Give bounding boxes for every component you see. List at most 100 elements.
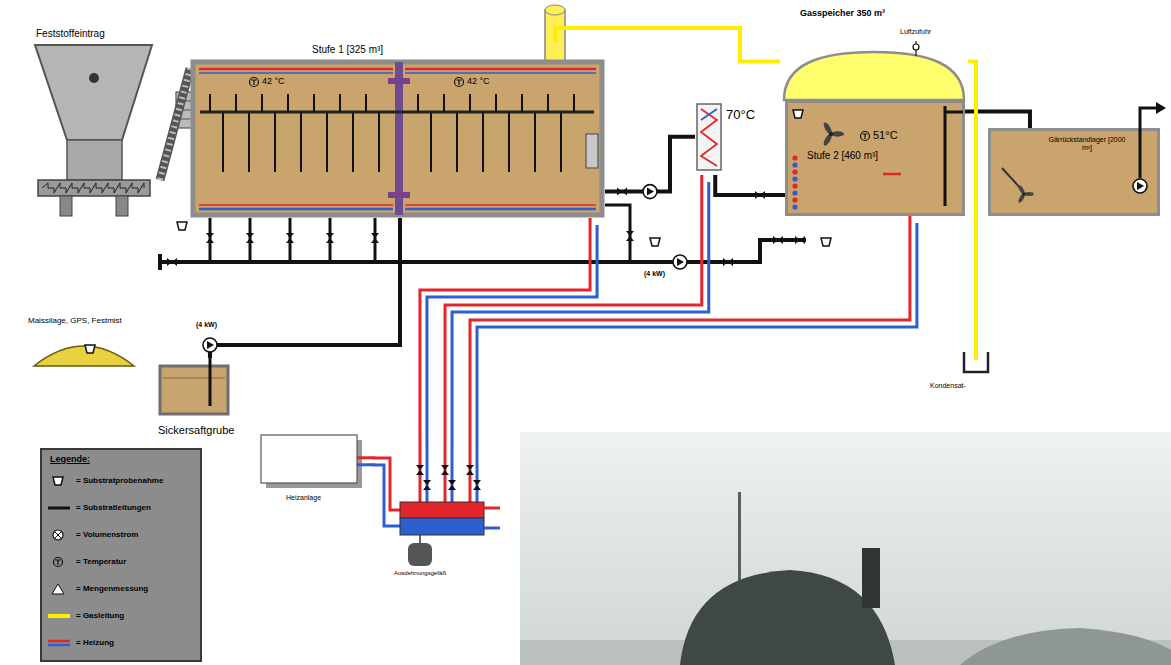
heating-pipe [357,456,368,459]
substrate-pipe [715,175,785,195]
gas-pipe [974,338,978,360]
temperature-ring [54,558,63,567]
agitator-paddle [417,94,419,112]
plant-photo [520,432,1171,665]
sample-point-symbol [177,222,187,230]
substrate-pipe [605,137,695,192]
tank-body [990,130,1159,215]
feeder-label: Feststoffeintrag [36,28,105,40]
mixer-blade [822,133,833,147]
agitator-paddle [365,94,367,112]
temperature-ring [861,132,870,141]
agitator-paddle [209,94,211,112]
expansion-vessel-body [408,543,432,566]
heating-unit: Heizanlage [258,432,368,518]
agitator-paddle [443,94,445,112]
temperature-mark [56,560,61,565]
condensate-trap-outline [922,338,1012,400]
line-sample [48,507,70,510]
agitator-paddle [482,112,484,172]
heating-coil [792,155,797,160]
heat-exchanger-coil [701,109,717,166]
gas-line [555,28,780,62]
flow-mark [54,531,62,539]
gas-dome [784,52,964,100]
sample-point-symbol [821,238,831,246]
mixer-hub [1022,192,1025,195]
heating-pipe [426,447,429,502]
heating-coil [792,176,797,181]
temperature-label: 70°C [726,108,755,123]
seepage-pit: Sickersaftgrube [155,358,270,450]
gas-storage: Gasspeicher 350 m³Luftzufuhr [780,4,968,100]
legend-text: = Volumenstrom [76,530,138,539]
temperature-ring [455,78,464,87]
hopper-leg [60,196,72,216]
hopper-body [35,45,152,140]
substrate-pipe [605,205,630,262]
agitator-paddle [248,112,250,172]
agitator-paddle [326,112,328,172]
pit-label: Sickersaftgrube [158,424,234,437]
discharge-pipe [1139,128,1142,178]
divider-flange [388,192,410,198]
screw-thread [42,183,144,193]
screw-thread [160,68,190,180]
valve-symbol [466,465,474,475]
substrate-line [715,175,785,195]
heating-pipe [380,465,400,526]
valve-symbol [371,233,379,243]
sample-point-symbol [85,345,95,353]
screw-body [160,68,190,180]
valve-symbol [755,191,765,199]
temperature-mark [252,80,257,85]
heat-exchanger-body [697,104,721,170]
valve-symbol [246,233,254,243]
mixer-hub [829,132,833,136]
temperature-label: 42 °C [467,76,490,86]
distributor-flow [400,502,484,518]
photo-sky [520,432,1171,665]
sample-point-symbol [650,238,660,246]
inlet-label: Luftzufuhr [900,28,931,36]
scale-symbol [52,584,64,594]
agitator-paddle [508,112,510,172]
heating-coil [792,169,797,174]
heating-pipe [470,216,917,447]
heating-flow-line [368,456,380,459]
heating-mark [883,173,901,176]
agitator-paddle [313,94,315,112]
mixer-symbol [822,121,844,147]
trap-label: Kondensat- [930,382,966,390]
drive-box [586,134,598,168]
agitator-paddle [430,112,432,172]
hopper-neck [67,140,122,180]
screw-conveyor [160,68,190,180]
storage-tank: Gärrückstandlager [2000 m³] [988,128,1160,216]
tank-body [193,62,602,215]
heating-coil [792,204,797,209]
expansion-vessel: Ausdehnungsgefäß [380,440,500,585]
agitator-paddle [534,112,536,172]
divider-flange [388,78,410,84]
valve-symbol [795,236,805,244]
valve-symbol [773,236,783,244]
unit-label: Heizanlage [286,494,321,502]
valve-symbol [423,480,431,490]
discharge-pipe [1140,108,1156,128]
heating-pipe [484,527,500,530]
agitator-paddle [274,112,276,172]
condensate-trap-shape [964,352,988,372]
line-sample [48,640,70,643]
legend-text: = Gasleitung [76,611,124,620]
solids-feeder: Feststoffeintrag [30,28,160,218]
substrate-line [605,137,695,192]
valve-symbol [441,465,449,475]
valve-symbol [206,233,214,243]
agitator-paddle [300,112,302,172]
suction-pipe [209,358,212,406]
temperature-symbol [54,558,63,567]
mixer-symbol [1017,184,1034,203]
pit-body [160,366,228,414]
mixer-blade [1017,184,1025,195]
